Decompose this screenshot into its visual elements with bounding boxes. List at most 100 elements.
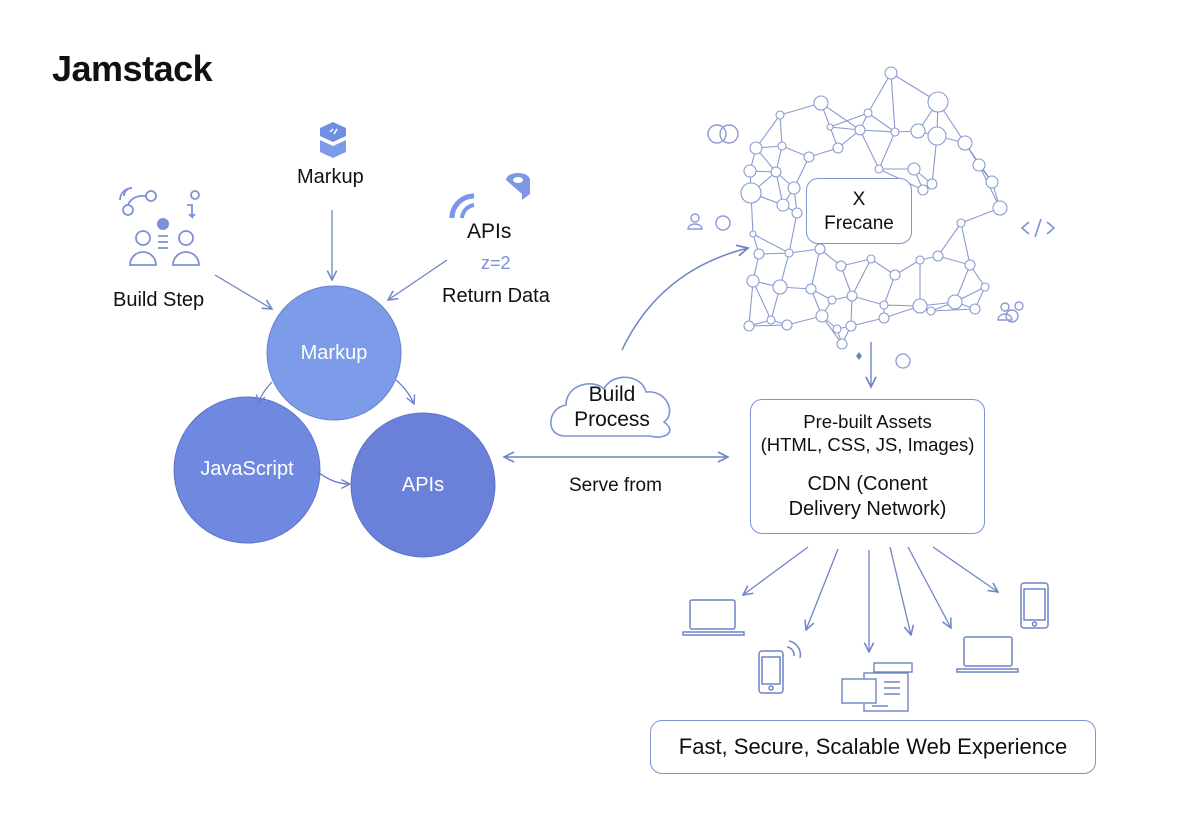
network-node <box>874 164 884 174</box>
network-node <box>889 269 901 281</box>
network-node <box>992 200 1008 216</box>
markup-stack-icon <box>320 122 346 158</box>
network-node <box>879 300 889 310</box>
network-edge <box>752 280 772 321</box>
build-process-line2: Process <box>574 408 650 431</box>
apis-circle-label: APIs <box>401 474 445 496</box>
network-node <box>743 320 755 332</box>
network-edge <box>851 258 872 297</box>
network-edge <box>937 222 962 257</box>
footer-box: Fast, Secure, Scalable Web Experience <box>650 720 1096 774</box>
diamond-icon <box>856 352 911 369</box>
network-node <box>845 320 857 332</box>
network-node <box>749 141 763 155</box>
network-edge <box>930 308 976 312</box>
cdn-box-line1: Pre-built Assets <box>803 411 932 432</box>
distribution-arrows <box>743 546 998 652</box>
arrow-cloud-to-network <box>621 248 748 351</box>
apis-sublabel: z=2 <box>481 253 511 273</box>
distribution-arrow <box>889 546 911 635</box>
network-node <box>969 303 981 315</box>
network-node <box>835 260 847 272</box>
build-process-label: Build Process <box>560 382 664 432</box>
phone-wireless-icon <box>758 640 802 694</box>
network-node <box>803 151 815 163</box>
build-process-cloud <box>550 376 671 438</box>
code-icon <box>1020 218 1056 238</box>
footer-text: Fast, Secure, Scalable Web Experience <box>678 734 1068 759</box>
build-step-label: Build Step <box>113 289 205 311</box>
network-edge <box>779 114 783 147</box>
network-node <box>964 259 976 271</box>
network-node <box>926 306 936 316</box>
distribution-arrow <box>932 546 998 592</box>
distribution-arrow <box>743 546 809 595</box>
network-node <box>927 126 947 146</box>
return-data-label: Return Data <box>442 285 550 307</box>
network-node <box>746 274 760 288</box>
rings-icon <box>707 124 739 144</box>
network-node <box>805 283 817 295</box>
network-edge <box>878 131 896 170</box>
network-node <box>772 279 788 295</box>
arrow-markup-to-apis <box>395 379 414 404</box>
network-node <box>947 294 963 310</box>
serve-from-label: Serve from <box>569 475 662 496</box>
network-node-box: X Frecane <box>806 178 912 244</box>
laptop-icon-2 <box>956 636 1019 673</box>
network-node <box>866 254 876 264</box>
apis-input-label: APIs <box>467 220 512 243</box>
network-node <box>781 319 793 331</box>
browser-windows-icon <box>841 662 913 712</box>
network-node <box>826 123 834 131</box>
network-node <box>813 95 829 111</box>
network-node <box>836 338 848 350</box>
network-edge <box>748 324 788 327</box>
network-node <box>777 141 787 151</box>
network-node <box>832 142 844 154</box>
network-node <box>878 312 890 324</box>
network-node <box>749 230 757 238</box>
network-edge <box>829 112 869 128</box>
network-node <box>912 298 928 314</box>
api-signal-icon <box>449 173 530 219</box>
phone-icon <box>1020 582 1049 629</box>
network-node <box>957 135 973 151</box>
network-node <box>846 290 858 302</box>
network-edge <box>748 280 754 327</box>
network-node <box>927 91 949 113</box>
network-edge <box>820 102 861 131</box>
network-node <box>980 282 990 292</box>
network-box-line2: Frecane <box>824 213 894 234</box>
arrow-markup-to-js <box>258 381 273 404</box>
laptop-icon <box>682 599 745 636</box>
network-edge <box>867 72 892 114</box>
network-node <box>784 248 794 258</box>
network-node <box>775 110 785 120</box>
cdn-box-line3: CDN (Conent <box>807 473 928 495</box>
arrow-build-to-markup <box>214 274 272 309</box>
network-node <box>766 315 776 325</box>
javascript-circle <box>173 396 321 544</box>
network-edge <box>890 72 896 133</box>
network-edge <box>850 317 885 327</box>
network-node <box>814 243 826 255</box>
network-node <box>787 181 801 195</box>
cdn-assets-box: Pre-built Assets (HTML, CSS, JS, Images)… <box>750 399 985 534</box>
network-graph <box>740 66 1008 350</box>
network-box-line1: X <box>852 189 866 210</box>
network-node <box>770 166 782 178</box>
network-edge <box>859 129 880 170</box>
network-node <box>863 108 873 118</box>
page-title: Jamstack <box>52 48 213 89</box>
network-node <box>815 309 829 323</box>
arrow-apis-to-markup <box>388 259 448 300</box>
network-edge <box>810 248 821 290</box>
network-node <box>985 175 999 189</box>
network-node <box>926 178 938 190</box>
cdn-box-line4: Delivery Network) <box>788 498 947 520</box>
network-node <box>915 255 925 265</box>
network-edge <box>752 233 790 254</box>
network-edge <box>755 114 781 149</box>
javascript-circle-label: JavaScript <box>200 458 294 480</box>
